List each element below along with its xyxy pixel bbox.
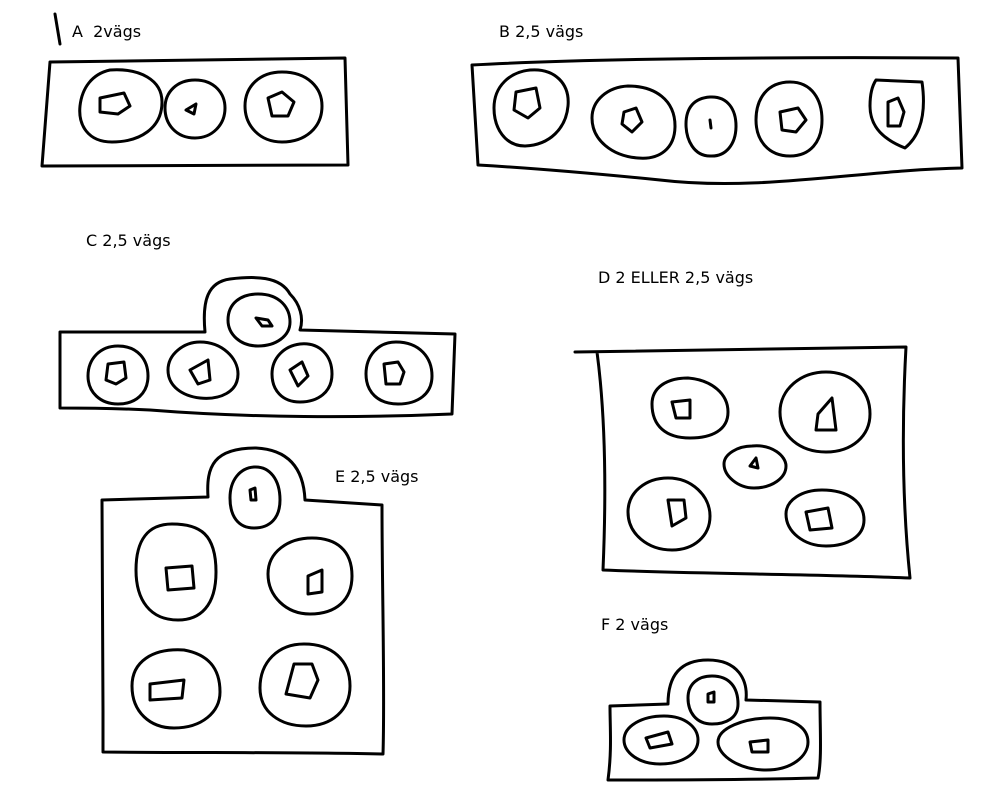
layout-e-outline — [100, 446, 386, 756]
layout-f — [606, 658, 822, 782]
layout-d-outline — [573, 345, 912, 580]
layout-a-outline — [40, 56, 350, 168]
layout-e-outlet — [134, 522, 218, 622]
layout-b — [470, 56, 964, 186]
layout-c-outlet — [364, 340, 434, 406]
layout-d-outlet — [650, 376, 730, 440]
layout-f-outlet — [716, 716, 810, 772]
stray-stroke — [53, 12, 62, 46]
layout-d — [573, 345, 912, 580]
layout-f-outlet — [622, 714, 700, 766]
layout-e-outlet — [130, 648, 222, 730]
layout-c — [58, 276, 457, 419]
label-b: B 2,5 vägs — [499, 22, 584, 41]
layout-d-outlet — [778, 370, 872, 454]
label-f: F 2 vägs — [601, 615, 669, 634]
layout-d-outlet — [784, 488, 866, 548]
layout-f-outline — [606, 658, 822, 782]
label-c: C 2,5 vägs — [86, 231, 171, 250]
layout-a — [40, 56, 350, 168]
label-a: A 2vägs — [72, 22, 142, 41]
layout-b-outlet — [868, 78, 925, 150]
layout-a-outlet — [78, 68, 164, 144]
layout-a-outlet — [163, 78, 227, 140]
layout-a-outlet — [243, 70, 324, 144]
label-e: E 2,5 vägs — [335, 467, 419, 486]
layout-b-outline — [470, 56, 964, 186]
layout-c-outlet — [226, 292, 292, 348]
layout-b-outlet — [684, 95, 738, 158]
layout-d-outlet — [722, 444, 788, 490]
layout-c-outline — [58, 276, 457, 419]
label-d: D 2 ELLER 2,5 vägs — [598, 268, 754, 287]
layout-d-outlet — [626, 476, 712, 552]
layout-e — [100, 446, 386, 756]
layout-c-outlet — [86, 344, 150, 406]
layout-f-outlet — [686, 674, 740, 726]
layout-e-outlet — [258, 642, 352, 728]
layout-b-outlet — [754, 80, 824, 158]
layout-c-outlet — [166, 340, 240, 400]
layout-e-outlet — [228, 465, 282, 530]
layout-b-outlet — [492, 68, 570, 148]
layout-c-outlet — [270, 342, 334, 404]
layout-e-outlet — [266, 536, 354, 616]
layout-b-outlet — [590, 84, 677, 160]
